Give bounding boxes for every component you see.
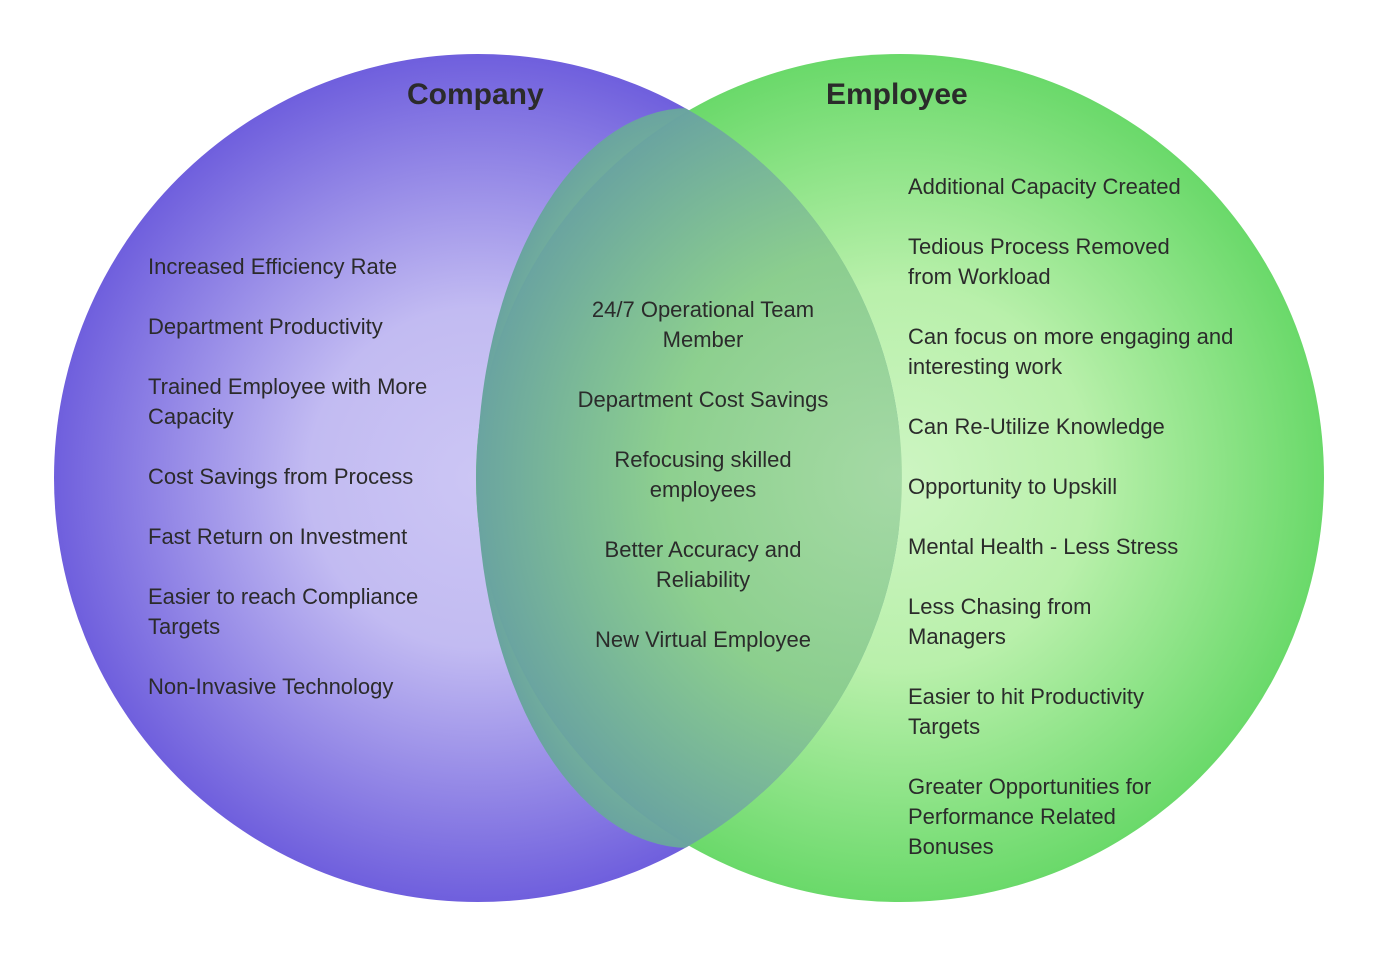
- list-item: New Virtual Employee: [594, 627, 812, 652]
- list-item: Can focus on more engaging and interesti…: [908, 324, 1234, 379]
- list-item: Opportunity to Upskill: [908, 474, 1118, 499]
- list-item: Cost Savings from Process: [148, 464, 414, 489]
- list-item: Additional Capacity Created: [908, 174, 1181, 199]
- list-item: Department Cost Savings: [577, 387, 829, 412]
- company-heading: Company: [407, 78, 544, 111]
- list-item: Can Re-Utilize Knowledge: [908, 414, 1165, 439]
- list-item: Mental Health - Less Stress: [908, 534, 1179, 559]
- employee-heading: Employee: [826, 78, 968, 111]
- list-item: Less Chasing from Managers: [908, 594, 1092, 649]
- list-item: Better Accuracy and Reliability: [604, 537, 802, 592]
- list-item: Greater Opportunities for Performance Re…: [908, 774, 1152, 859]
- list-item: Increased Efficiency Rate: [148, 254, 398, 279]
- list-item: Tedious Process Removed from Workload: [908, 234, 1170, 289]
- list-item: Department Productivity: [148, 314, 383, 339]
- list-item: Easier to hit Productivity Targets: [908, 684, 1144, 739]
- list-item: Non-Invasive Technology: [148, 674, 394, 699]
- list-item: Trained Employee with More Capacity: [148, 374, 428, 429]
- employee-list: Additional Capacity Created Tedious Proc…: [908, 172, 1238, 892]
- list-item: Fast Return on Investment: [148, 524, 408, 549]
- list-item: 24/7 Operational Team Member: [591, 297, 815, 352]
- overlap-lens: [476, 54, 902, 902]
- list-item: Refocusing skilled employees: [614, 447, 792, 502]
- company-list: Increased Efficiency Rate Department Pro…: [148, 252, 478, 732]
- overlap-list: 24/7 Operational Team Member Department …: [548, 295, 858, 685]
- list-item: Easier to reach Compliance Targets: [148, 584, 419, 639]
